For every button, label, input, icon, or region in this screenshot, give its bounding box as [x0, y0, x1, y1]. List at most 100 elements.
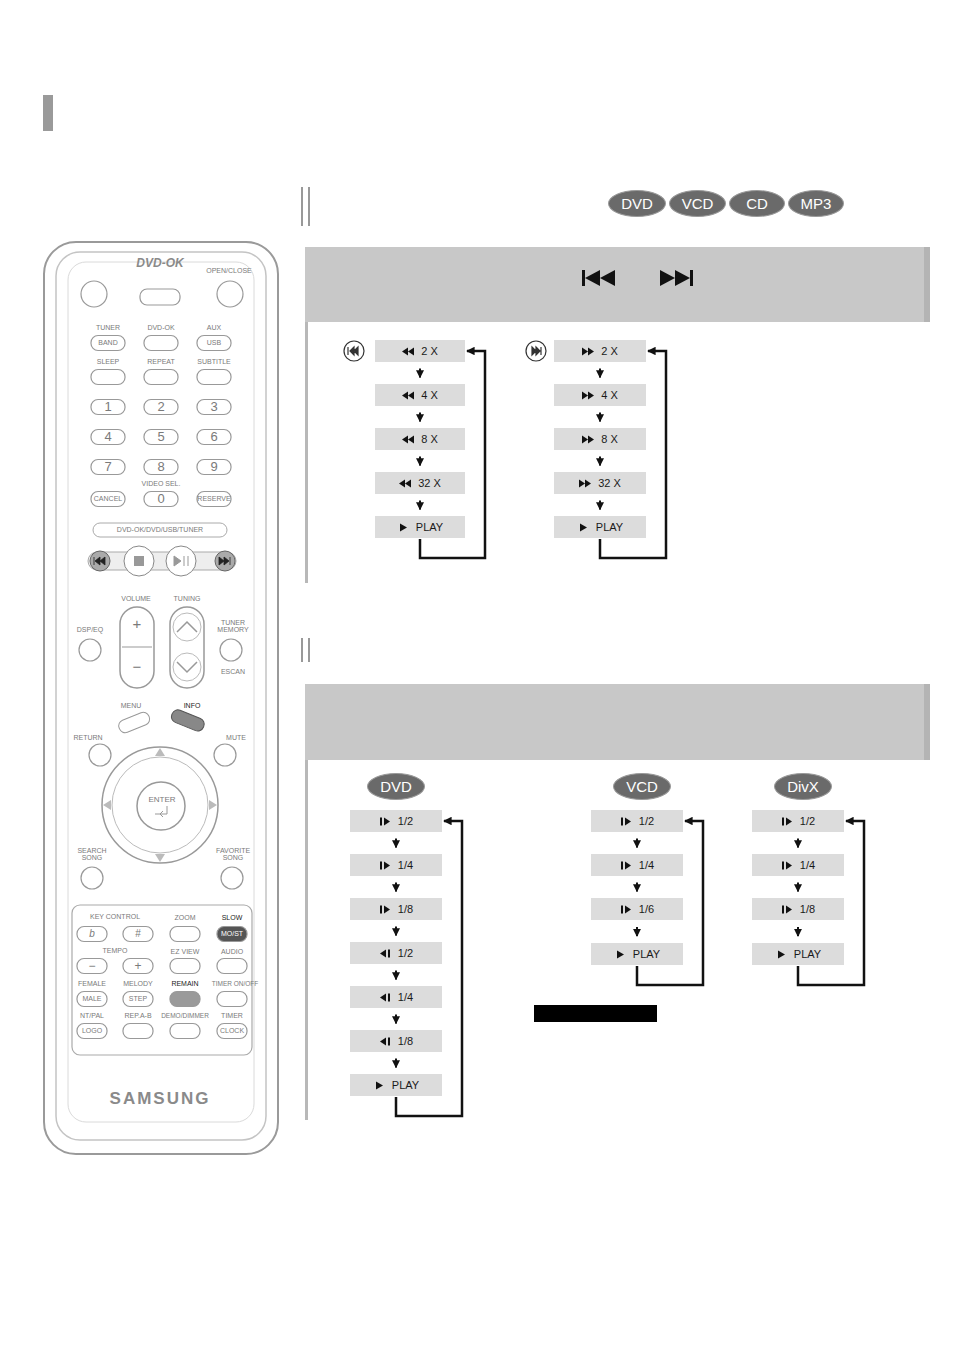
remote-key-label: RETURN: [73, 734, 102, 741]
play-symbol: [620, 861, 632, 870]
step-arrow: [599, 413, 601, 422]
remote-key-label: +: [134, 960, 141, 973]
remote-key-label: 8: [157, 460, 164, 474]
step-text: 1/2: [398, 815, 413, 827]
step-text: 1/2: [639, 815, 654, 827]
speed-step-box: 1/4: [591, 854, 683, 876]
speed-step-box: 1/8: [350, 898, 442, 920]
step-text: 8 X: [601, 433, 618, 445]
speed-step-box: 1/2: [591, 810, 683, 832]
remote-key-label: MELODY: [123, 980, 153, 987]
step-arrow: [636, 883, 638, 892]
remote-key-label: DVD-OK: [147, 324, 174, 331]
section-marker: [308, 638, 310, 662]
speed-step-box: 1/8: [752, 898, 844, 920]
speed-step-box: 8 X: [375, 428, 465, 450]
section-marker: [301, 187, 303, 226]
remote-key-label: −: [88, 960, 95, 973]
speed-step-box: 2 X: [375, 340, 465, 362]
remote-key-label: EZ VIEW: [171, 948, 200, 955]
play-symbol: [781, 861, 793, 870]
step-arrow: [636, 839, 638, 848]
step-text: 1/4: [800, 859, 815, 871]
play-symbol: [397, 523, 409, 532]
remote-key-label: 9: [210, 460, 217, 474]
skip-back-icon: [582, 270, 615, 286]
header-band-edge: [924, 247, 930, 322]
speed-step-box: 1/2: [752, 810, 844, 832]
play-symbol: [379, 1037, 391, 1046]
remote-key-label: REPEAT: [147, 358, 175, 365]
play-symbol: [620, 905, 632, 914]
badge-text: VCD: [682, 195, 714, 212]
step-text: 2 X: [421, 345, 438, 357]
play-symbol: [582, 347, 594, 356]
step-text: 1/6: [639, 903, 654, 915]
play-symbol: [781, 905, 793, 914]
step-arrow: [419, 369, 421, 378]
remote-key-label: −: [133, 659, 142, 675]
remote-key-label: DSP/EQ: [77, 626, 103, 633]
disc-type-badge: VCD: [669, 190, 726, 217]
disc-type-badge: CD: [729, 190, 785, 217]
step-text: 1/2: [398, 947, 413, 959]
remote-key-label: DVD-OK/DVD/USB/TUNER: [117, 526, 203, 533]
play-symbol: [379, 861, 391, 870]
disc-type-badge: DivX: [774, 773, 832, 800]
skip-forward-icon: [660, 270, 693, 286]
remote-key-label: TIMER ON/OFF: [212, 981, 259, 988]
speed-step-box: PLAY: [554, 516, 646, 538]
play-symbol: [582, 391, 594, 400]
remote-key-label: USB: [207, 339, 221, 346]
remote-key-label: #: [135, 929, 141, 940]
remote-key-label: DEMO/DIMMER: [161, 1013, 209, 1020]
step-arrow: [599, 501, 601, 510]
remote-key-label: REMAIN: [171, 980, 198, 987]
remote-key-label: 2: [157, 400, 164, 414]
step-arrow: [395, 927, 397, 936]
remote-key-label: LOGO: [82, 1027, 102, 1034]
step-arrow: [419, 413, 421, 422]
section-marker: [301, 638, 303, 662]
disc-type-badge: DVD: [367, 773, 425, 800]
panel-edge: [305, 760, 308, 1120]
badge-text: CD: [746, 195, 768, 212]
remote-key-label: 4: [104, 430, 111, 444]
remote-key-label: ZOOM: [175, 914, 196, 921]
step-arrow: [797, 839, 799, 848]
remote-key-label: DVD-OK: [136, 257, 183, 270]
step-text: 1/4: [398, 859, 413, 871]
remote-key-label: 0: [157, 492, 164, 506]
play-symbol: [379, 949, 391, 958]
remote-key-label: TUNER: [96, 324, 120, 331]
play-symbol: [379, 905, 391, 914]
remote-key-label: VOLUME: [121, 595, 151, 602]
speed-step-box: 1/2: [350, 810, 442, 832]
remote-key-label: 5: [157, 430, 164, 444]
remote-key-label: SUBTITLE: [197, 358, 230, 365]
badge-text: MP3: [801, 195, 832, 212]
step-text: PLAY: [392, 1079, 419, 1091]
section-marker: [308, 187, 310, 226]
small-skip-icons: [344, 341, 546, 361]
speed-step-box: 4 X: [554, 384, 646, 406]
play-symbol: [402, 391, 414, 400]
step-text: PLAY: [596, 521, 623, 533]
step-text: 8 X: [421, 433, 438, 445]
speed-step-box: 1/4: [350, 986, 442, 1008]
play-symbol: [379, 993, 391, 1002]
step-text: 32 X: [418, 477, 441, 489]
badge-text: VCD: [626, 778, 658, 795]
play-symbol: [373, 1081, 385, 1090]
speed-step-box: 8 X: [554, 428, 646, 450]
step-text: 1/8: [800, 903, 815, 915]
remote-key-label: ESCAN: [221, 668, 245, 675]
step-text: 1/8: [398, 1035, 413, 1047]
step-arrow: [636, 927, 638, 936]
remote-key-label: TUNER MEMORY: [216, 619, 250, 634]
play-symbol: [579, 479, 591, 488]
badge-text: DivX: [787, 778, 819, 795]
step-arrow: [395, 839, 397, 848]
step-text: 1/8: [398, 903, 413, 915]
disc-type-badge: DVD: [608, 190, 666, 217]
